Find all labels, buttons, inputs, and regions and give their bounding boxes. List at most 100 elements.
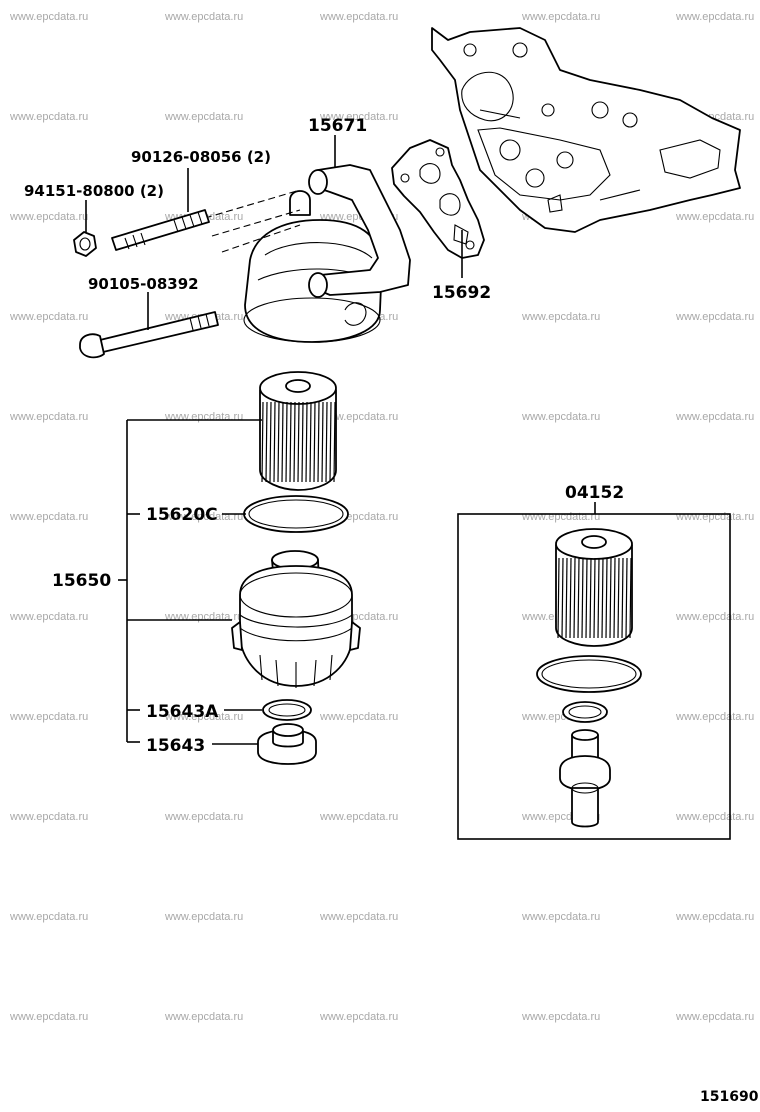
- watermark-text: www.epcdata.ru: [9, 811, 88, 823]
- rib-line: [281, 401, 284, 483]
- watermark-text: www.epcdata.ru: [9, 611, 88, 623]
- rib-line: [285, 401, 288, 483]
- o-ring-drawing: [243, 495, 349, 533]
- diagram-id: 151690: [700, 1089, 759, 1105]
- rib-line: [569, 557, 572, 639]
- watermark-text: www.epcdata.ru: [319, 11, 398, 23]
- watermark-text: www.epcdata.ru: [675, 211, 754, 223]
- watermark-text: www.epcdata.ru: [164, 111, 243, 123]
- rib-line: [557, 557, 560, 639]
- watermark-text: www.epcdata.ru: [164, 711, 243, 723]
- rib-line: [277, 401, 280, 483]
- rib-line: [605, 557, 608, 639]
- rib-line: [629, 557, 632, 639]
- kit-small-o-ring-inner-drawing: [568, 705, 602, 719]
- oil-filter-housing-drawing: [243, 164, 411, 343]
- part-number-04152: 04152: [565, 483, 624, 503]
- rib-line: [609, 557, 612, 639]
- watermark-text: www.epcdata.ru: [319, 1011, 398, 1023]
- small-o-ring-inner-drawing: [268, 703, 306, 717]
- rib-line: [333, 401, 336, 483]
- watermark-text: www.epcdata.ru: [319, 911, 398, 923]
- rib-line: [297, 401, 300, 483]
- filter-element-drawing: [259, 371, 337, 491]
- rib-line: [325, 401, 328, 483]
- watermark-text: www.epcdata.ru: [164, 611, 243, 623]
- watermark-text: www.epcdata.ru: [319, 811, 398, 823]
- watermark-text: www.epcdata.ru: [9, 911, 88, 923]
- rib-line: [309, 401, 312, 483]
- rib-line: [621, 557, 624, 639]
- part-number-90126-08056: 90126-08056 (2): [131, 148, 271, 166]
- watermark-text: www.epcdata.ru: [9, 111, 88, 123]
- kit-o-ring-inner-drawing: [541, 659, 637, 689]
- bolt-drawing: [79, 311, 219, 359]
- filter-cap-drawing: [231, 550, 361, 688]
- watermark-text: www.epcdata.ru: [319, 711, 398, 723]
- watermark-text: www.epcdata.ru: [164, 811, 243, 823]
- watermark-text: www.epcdata.ru: [9, 11, 88, 23]
- watermark-text: www.epcdata.ru: [521, 311, 600, 323]
- watermark-text: www.epcdata.ru: [9, 311, 88, 323]
- rib-line: [273, 401, 276, 483]
- watermark-text: www.epcdata.ru: [521, 511, 600, 523]
- watermark-text: www.epcdata.ru: [9, 411, 88, 423]
- group-bracket-15650: [118, 419, 262, 743]
- rib-line: [565, 557, 568, 639]
- rib-line: [289, 401, 292, 483]
- part-number-15650: 15650: [52, 571, 111, 591]
- rib-line: [313, 401, 316, 483]
- rib-line: [261, 401, 264, 483]
- kit-drain-insert-drawing: [559, 729, 611, 828]
- watermark-text: www.epcdata.ru: [521, 911, 600, 923]
- kit-filter-element-drawing: [555, 528, 633, 647]
- watermark-text: www.epcdata.ru: [675, 711, 754, 723]
- gasket-drawing: [391, 139, 485, 259]
- rib-line: [573, 557, 576, 639]
- part-number-15643a: 15643A: [146, 702, 219, 722]
- rib-line: [269, 401, 272, 483]
- rib-line: [329, 401, 332, 483]
- watermark-text: www.epcdata.ru: [164, 911, 243, 923]
- watermark-text: www.epcdata.ru: [675, 1011, 754, 1023]
- alignment-dash-lines: [204, 189, 301, 253]
- rib-line: [581, 557, 584, 639]
- part-number-15692: 15692: [432, 283, 491, 303]
- engine-block-drawing: [431, 27, 741, 233]
- rib-line: [293, 401, 296, 483]
- part-number-94151-80800: 94151-80800 (2): [24, 182, 164, 200]
- rib-line: [577, 557, 580, 639]
- watermark-text: www.epcdata.ru: [521, 411, 600, 423]
- watermark-text: www.epcdata.ru: [675, 511, 754, 523]
- rib-line: [601, 557, 604, 639]
- watermark-text: www.epcdata.ru: [675, 811, 754, 823]
- rib-line: [597, 557, 600, 639]
- part-number-90105-08392: 90105-08392: [88, 275, 199, 293]
- rib-line: [613, 557, 616, 639]
- rib-line: [617, 557, 620, 639]
- kit-box-04152: [457, 513, 731, 840]
- kit-filter-element-ribs: [557, 557, 632, 639]
- watermark-text: www.epcdata.ru: [521, 11, 600, 23]
- watermark-text: www.epcdata.ru: [675, 411, 754, 423]
- watermark-text: www.epcdata.ru: [9, 211, 88, 223]
- o-ring-inner-drawing: [248, 499, 344, 529]
- part-number-15671: 15671: [308, 116, 367, 136]
- part-number-15620c: 15620C: [146, 505, 218, 525]
- nut-drawing: [73, 231, 97, 257]
- watermark-text: www.epcdata.ru: [675, 11, 754, 23]
- rib-line: [321, 401, 324, 483]
- rib-line: [585, 557, 588, 639]
- watermark-text: www.epcdata.ru: [675, 311, 754, 323]
- part-number-15643: 15643: [146, 736, 205, 756]
- kit-o-ring-drawing: [536, 655, 642, 693]
- kit-small-o-ring-drawing: [562, 701, 608, 723]
- rib-line: [589, 557, 592, 639]
- drain-plug-drawing: [257, 723, 317, 765]
- small-o-ring-drawing: [262, 699, 312, 721]
- watermark-text: www.epcdata.ru: [675, 611, 754, 623]
- watermark-text: www.epcdata.ru: [319, 111, 398, 123]
- watermark-text: www.epcdata.ru: [521, 1011, 600, 1023]
- watermark-text: www.epcdata.ru: [164, 11, 243, 23]
